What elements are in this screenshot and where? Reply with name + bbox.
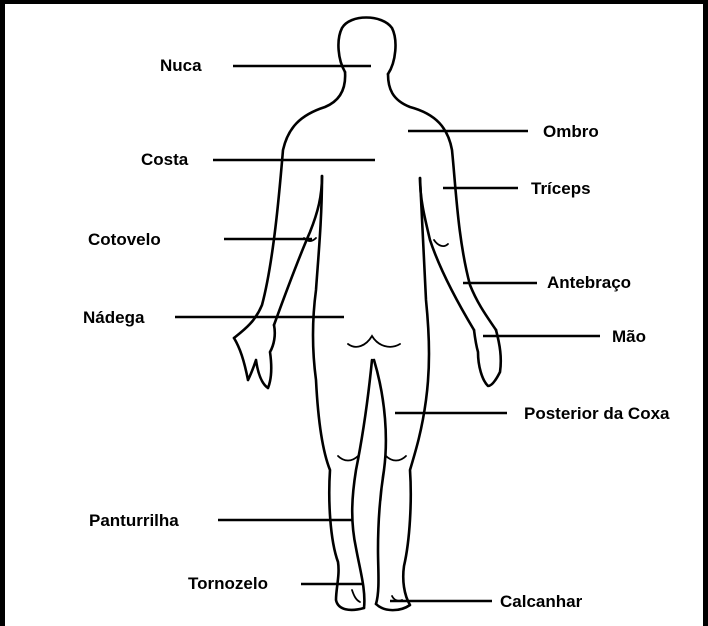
label-panturrilha: Panturrilha xyxy=(89,511,179,530)
label-antebraco: Antebraço xyxy=(547,273,631,292)
label-triceps: Tríceps xyxy=(531,179,591,198)
label-nadega: Nádega xyxy=(83,308,145,327)
label-ombro: Ombro xyxy=(543,122,599,141)
label-posterior-coxa: Posterior da Coxa xyxy=(524,404,670,423)
label-costa: Costa xyxy=(141,150,189,169)
label-nuca: Nuca xyxy=(160,56,202,75)
label-tornozelo: Tornozelo xyxy=(188,574,268,593)
label-cotovelo: Cotovelo xyxy=(88,230,161,249)
label-calcanhar: Calcanhar xyxy=(500,592,583,611)
label-mao: Mão xyxy=(612,327,646,346)
